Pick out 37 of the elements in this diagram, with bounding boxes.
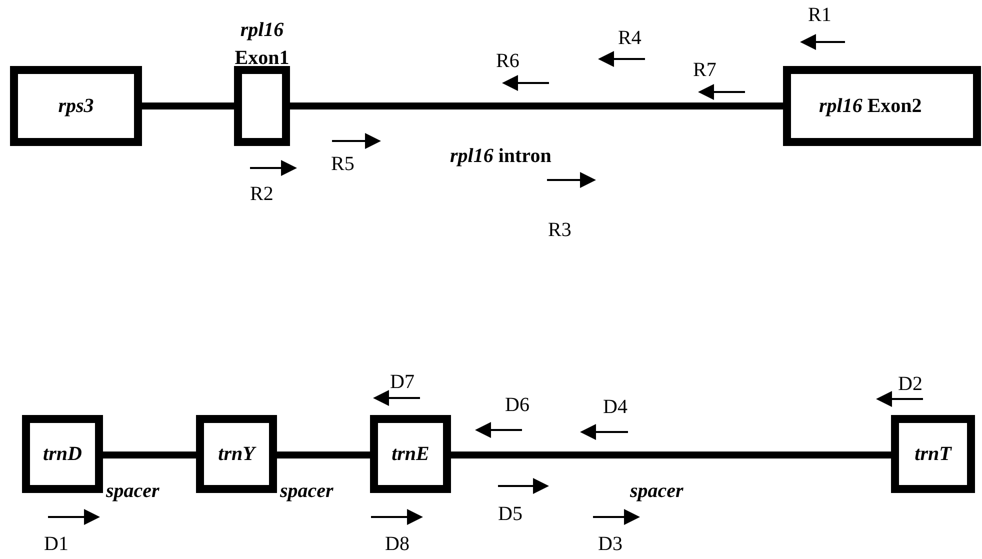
primer-label: R2: [250, 183, 274, 206]
edge-label: rpl16 intron: [450, 145, 552, 168]
primer-label: R5: [331, 153, 354, 176]
primer-label: D3: [598, 533, 622, 556]
primer-label: D7: [390, 371, 414, 394]
gene-box: [783, 66, 981, 146]
edge-label: spacer: [106, 480, 160, 503]
gene-label: trnT: [914, 442, 952, 466]
primer-label: D6: [505, 394, 530, 417]
gene-box: [22, 415, 103, 493]
gene-label: trnE: [392, 442, 430, 466]
dna-line: [142, 102, 234, 110]
gene-label: trnY: [218, 442, 255, 466]
exon-label: rpl16 Exon1: [234, 18, 290, 71]
gene-box: [370, 415, 451, 493]
primer-label: R1: [808, 4, 832, 27]
primer-label: R6: [496, 50, 520, 73]
primer-label: D1: [44, 533, 68, 556]
edge-label: spacer: [280, 480, 334, 503]
gene-box: [10, 66, 142, 146]
dna-line: [451, 452, 891, 458]
edge-label: spacer: [630, 480, 684, 503]
primer-label: R4: [618, 27, 642, 50]
gene-label: rpl16 Exon2: [819, 94, 922, 118]
primer-label: D4: [603, 396, 628, 419]
gene-label: rps3: [58, 94, 94, 118]
dna-line: [290, 102, 783, 110]
primer-label: R3: [548, 219, 572, 242]
primer-label: D2: [898, 373, 922, 396]
dna-line: [103, 452, 196, 458]
dna-line: [277, 452, 370, 458]
gene-box: [891, 415, 975, 493]
gene-box: [196, 415, 277, 493]
primer-label: R7: [693, 59, 716, 82]
primer-label: D8: [385, 533, 410, 556]
gene-label: trnD: [43, 442, 82, 466]
primer-label: D5: [498, 503, 522, 526]
